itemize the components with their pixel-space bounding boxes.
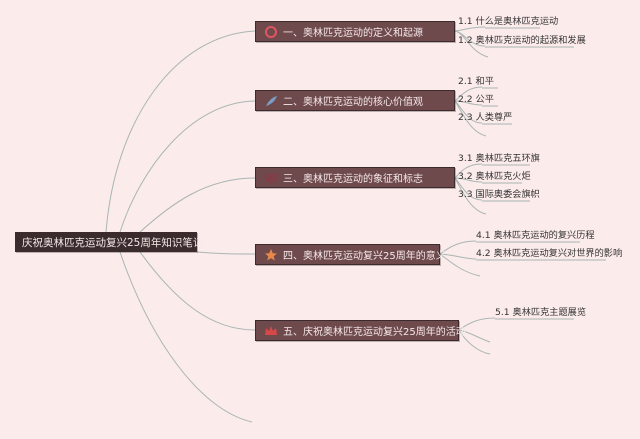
root-connector [139,251,256,331]
leaf-connector [439,240,477,255]
circle-outline-icon [264,25,278,39]
branch-node-5[interactable]: 五、庆祝奥林匹克运动复兴25周年的活动 [255,320,466,341]
branch-label: 五、庆祝奥林匹克运动复兴25周年的活动 [283,327,466,338]
leaf-connector [454,86,483,102]
root-connector [105,30,256,233]
leaf-connector [454,177,487,215]
branch-node-1[interactable]: 一、奥林匹克运动的定义和起源 [255,21,455,42]
leaf-item[interactable]: 4.2 奥林匹克运动复兴对世界的影响 [476,248,623,259]
branch-label: 二、奥林匹克运动的核心价值观 [283,97,423,108]
branch-node-4[interactable]: 四、奥林匹克运动复兴25周年的意义 [255,244,446,265]
star-icon [264,248,278,262]
root-connector [119,251,253,423]
root-connector [196,251,256,255]
leaf-item[interactable]: 1.2 奥林匹克运动的起源和发展 [458,35,586,46]
feather-icon [264,94,278,108]
leaf-connector [454,177,483,201]
root-node[interactable]: 庆祝奥林匹克运动复兴25周年知识笔记 [15,232,203,252]
root-label: 庆祝奥林匹克运动复兴25周年知识笔记 [22,236,204,249]
leaf-item[interactable]: 2.2 公平 [458,94,494,105]
leaf-connector [458,317,496,331]
leaf-connector [439,253,481,277]
root-connector [139,177,256,233]
leaf-item[interactable]: 3.2 奥林匹克火炬 [458,171,531,182]
root-connector [119,100,256,233]
branch-node-3[interactable]: 三、奥林匹克运动的象征和标志 [255,167,455,188]
branch-label: 三、奥林匹克运动的象征和标志 [283,174,423,185]
branch-label: 一、奥林匹克运动的定义和起源 [283,28,423,39]
leaf-item[interactable]: 3.1 奥林匹克五环旗 [458,153,540,164]
leaf-item[interactable]: 3.3 国际奥委会旗帜 [458,189,540,200]
leaf-item[interactable]: 2.1 和平 [458,76,494,87]
leaf-connector [454,30,489,58]
leaf-connector [458,329,491,355]
leaf-connector [458,329,491,343]
crown-icon [264,324,278,338]
leaf-item[interactable]: 1.1 什么是奥林匹克运动 [458,16,559,27]
branch-label: 四、奥林匹克运动复兴25周年的意义 [283,251,446,262]
leaf-connector [454,163,483,179]
leaf-item[interactable]: 2.3 人类尊严 [458,112,513,123]
leaf-connector [454,26,486,32]
rings-icon [264,171,278,185]
leaf-item[interactable]: 4.1 奥林匹克运动的复兴历程 [476,230,595,241]
leaf-item[interactable]: 5.1 奥林匹克主题展览 [495,307,587,318]
branch-node-2[interactable]: 二、奥林匹克运动的核心价值观 [255,90,455,111]
leaf-connector [454,100,483,106]
leaf-connector [439,253,477,260]
leaf-connector [454,100,487,137]
leaf-connector [454,177,483,183]
